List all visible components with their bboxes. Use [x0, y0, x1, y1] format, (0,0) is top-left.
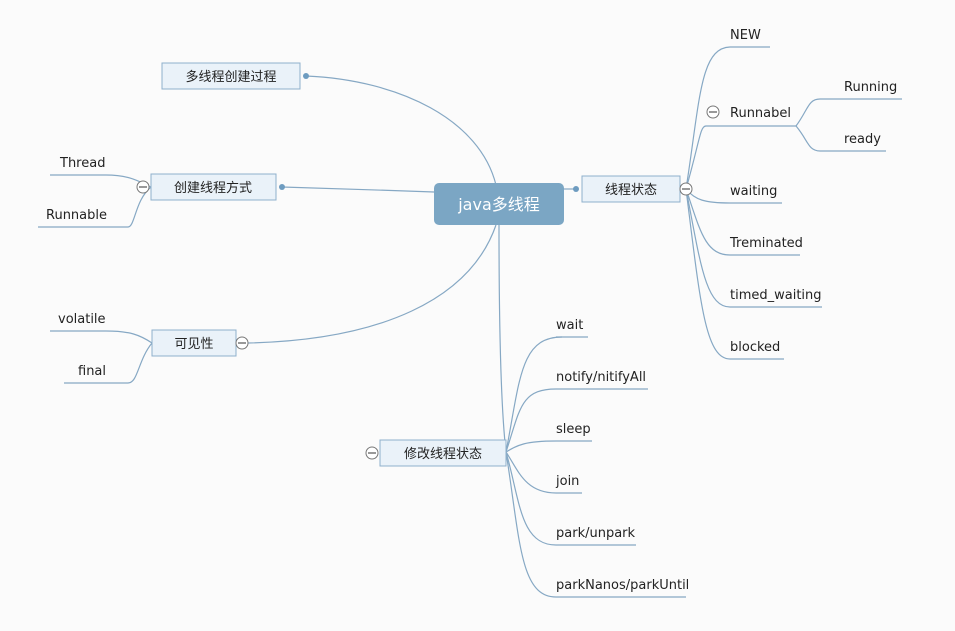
- connector-modify-state: [498, 224, 507, 453]
- visibility-branches: [50, 330, 153, 384]
- center-connectors: [247, 75, 576, 453]
- subtopic-park-unpark[interactable]: park/unpark: [556, 526, 636, 541]
- topic-create-process[interactable]: 多线程创建过程: [161, 62, 301, 90]
- topic-create-methods-label: 创建线程方式: [174, 180, 252, 196]
- topic-visibility-label: 可见性: [174, 337, 213, 352]
- central-topic-label: java多线程: [457, 195, 540, 214]
- topic-thread-state-label: 线程状态: [605, 183, 657, 198]
- subtopic-runnable[interactable]: Runnable: [46, 208, 107, 223]
- subtopic-final[interactable]: final: [78, 364, 106, 379]
- topic-modify-state-label: 修改线程状态: [404, 447, 482, 462]
- connector-dot: [573, 186, 579, 192]
- topic-thread-state[interactable]: 线程状态: [581, 175, 681, 203]
- collapse-toggle-icon[interactable]: [136, 180, 150, 194]
- connector-visibility: [247, 224, 497, 344]
- subtopic-waiting[interactable]: waiting: [730, 184, 777, 199]
- modify-state-branches: [505, 336, 686, 598]
- subtopic-sleep[interactable]: sleep: [556, 422, 591, 437]
- connector-create-process: [305, 75, 497, 186]
- subtopic-timed-waiting[interactable]: timed_waiting: [730, 288, 822, 303]
- subtopic-runnabel[interactable]: Runnabel: [730, 106, 791, 121]
- collapse-toggle-icon[interactable]: [706, 105, 720, 119]
- connector-dot: [279, 184, 285, 190]
- subtopic-new[interactable]: NEW: [730, 28, 761, 43]
- collapse-toggle-icon[interactable]: [235, 336, 249, 350]
- central-topic[interactable]: java多线程: [434, 183, 564, 225]
- subtopic-ready[interactable]: ready: [844, 132, 881, 147]
- subtopic-treminated[interactable]: Treminated: [729, 236, 803, 251]
- collapse-toggle-icon[interactable]: [365, 446, 379, 460]
- subtopic-wait[interactable]: wait: [556, 318, 583, 333]
- topic-modify-state[interactable]: 修改线程状态: [379, 439, 507, 467]
- subtopic-blocked[interactable]: blocked: [730, 340, 780, 355]
- connector-create-methods: [281, 186, 435, 193]
- collapse-toggle-icon[interactable]: [679, 182, 693, 196]
- topic-create-methods[interactable]: 创建线程方式: [150, 173, 277, 201]
- connector-dot: [303, 73, 309, 79]
- subtopic-parknanos[interactable]: parkNanos/parkUntil: [556, 578, 689, 593]
- subtopic-join[interactable]: join: [555, 474, 579, 489]
- topic-visibility[interactable]: 可见性: [151, 329, 237, 357]
- topic-create-process-label: 多线程创建过程: [185, 69, 276, 85]
- subtopic-thread[interactable]: Thread: [59, 156, 105, 171]
- thread-state-branches: [685, 46, 902, 360]
- subtopic-running[interactable]: Running: [844, 80, 897, 95]
- subtopic-notify[interactable]: notify/nitifyAll: [556, 370, 646, 385]
- subtopic-volatile[interactable]: volatile: [58, 312, 106, 327]
